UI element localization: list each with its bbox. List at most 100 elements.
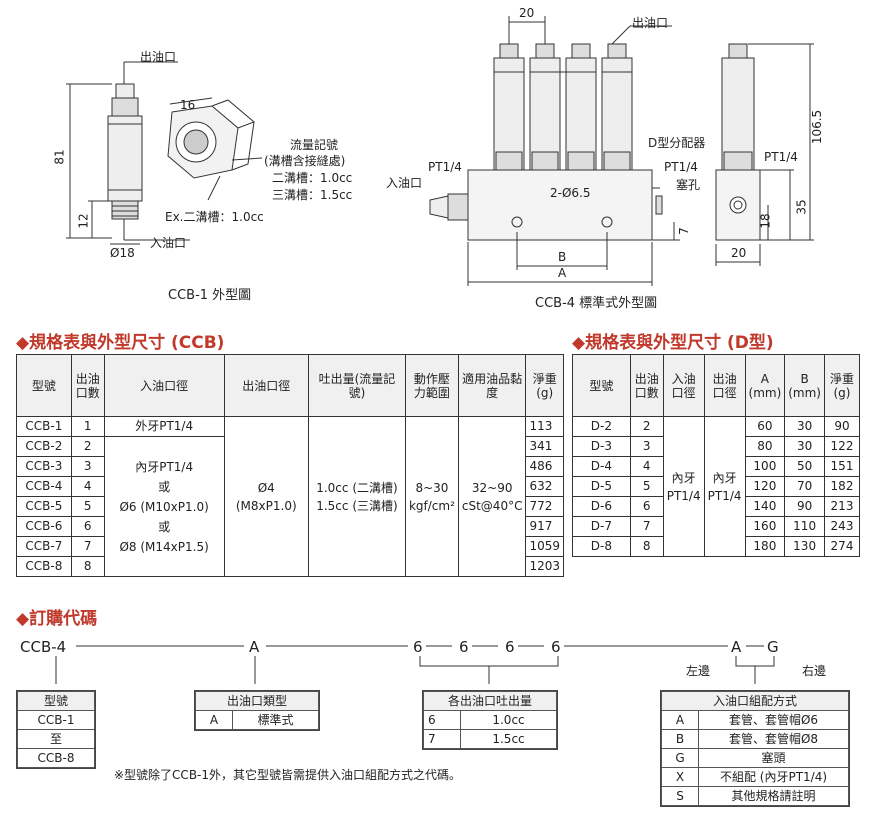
d-col-b: B (mm) bbox=[784, 354, 825, 417]
order-section-title: ◆訂購代碼 bbox=[16, 609, 98, 629]
ccb-cell-model: CCB-8 bbox=[16, 556, 72, 577]
ccb1-outlet-label: 出油口 bbox=[140, 50, 177, 64]
inlet-code: S bbox=[661, 786, 699, 806]
d-section-title: ◆規格表與外型尺寸 (D型) bbox=[572, 333, 774, 353]
model-box-row: 至 bbox=[17, 729, 95, 749]
inlet-code: G bbox=[661, 748, 699, 768]
ccb4-inlet-label: 入油口 bbox=[386, 176, 423, 190]
ccb4-distributor: D型分配器 bbox=[648, 136, 706, 150]
order-code-lines bbox=[55, 645, 775, 684]
outlet-dia-2: (M8xP1.0) bbox=[235, 498, 297, 513]
right-side-label: 右邊 bbox=[802, 664, 827, 678]
ccb4-plug: 塞孔 bbox=[676, 178, 701, 192]
d-cell-outlets: 7 bbox=[629, 516, 664, 537]
ccb-cell-discharge: 1.0cc (二溝槽) 1.5cc (三溝槽) bbox=[307, 416, 406, 577]
d-cell-inlet: 內牙 PT1/4 bbox=[662, 416, 705, 557]
ccb-cell-weight: 772 bbox=[525, 496, 564, 517]
ccb4-pt-left: PT1/4 bbox=[428, 160, 462, 174]
left-side-label: 左邊 bbox=[686, 664, 711, 678]
d-col-weight: 淨重(g) bbox=[824, 354, 860, 417]
ccb-col-outlet: 出油口徑 bbox=[223, 354, 309, 417]
d-cell-outlet: 內牙 PT1/4 bbox=[703, 416, 746, 557]
d-cell-model: D-4 bbox=[572, 456, 631, 477]
ccb-cell-outlets: 5 bbox=[70, 496, 105, 517]
ccb-cell-outlets: 7 bbox=[70, 536, 105, 557]
d-spec-table: 型號 出油口數 入油口徑 出油口徑 A (mm) B (mm) 淨重(g) D-… bbox=[572, 354, 860, 557]
d-cell-b: 30 bbox=[784, 436, 825, 457]
inlet-opt-2: Ø6 (M10xP1.0) bbox=[119, 499, 209, 514]
model-box-row: CCB-1 bbox=[17, 710, 95, 730]
ccb-cell-model: CCB-2 bbox=[16, 436, 72, 457]
ccb-cell-weight: 113 bbox=[525, 416, 564, 437]
inlet-opt-or-2: 或 bbox=[158, 519, 171, 534]
code-discharge-1: 6 bbox=[413, 638, 423, 656]
ccb-cell-weight: 917 bbox=[525, 516, 564, 537]
outlet-type-code: A bbox=[195, 710, 233, 730]
d-cell-outlets: 8 bbox=[629, 536, 664, 557]
d-cell-a: 60 bbox=[744, 416, 786, 437]
d-cell-weight: 243 bbox=[824, 516, 860, 537]
ccb-cell-model: CCB-5 bbox=[16, 496, 72, 517]
d-cell-model: D-7 bbox=[572, 516, 631, 537]
ccb4-dim-20b: 20 bbox=[731, 246, 747, 260]
code-inlet-right: G bbox=[767, 638, 779, 656]
ccb-cell-outlets: 6 bbox=[70, 516, 105, 537]
d-cell-model: D-5 bbox=[572, 476, 631, 497]
ccb-cell-weight: 632 bbox=[525, 476, 564, 497]
ccb-cell-model: CCB-6 bbox=[16, 516, 72, 537]
ccb-col-model: 型號 bbox=[16, 354, 72, 417]
ccb4-dim-a: A bbox=[558, 266, 567, 280]
inlet-opt-3: Ø8 (M14xP1.5) bbox=[119, 539, 209, 554]
order-note: ※型號除了CCB-1外，其它型號皆需提供入油口組配方式之代碼。 bbox=[114, 768, 462, 782]
d-cell-b: 50 bbox=[784, 456, 825, 477]
flow-mark-title: 流量記號 bbox=[290, 138, 339, 152]
ccb-cell-weight: 1059 bbox=[525, 536, 564, 557]
discharge-box-header: 各出油口吐出量 bbox=[423, 691, 557, 711]
d-cell-a: 80 bbox=[744, 436, 786, 457]
ccb-cell-inlet-other: 內牙PT1/4 或 Ø6 (M10xP1.0) 或 Ø8 (M14xP1.5) bbox=[103, 436, 225, 577]
ccb1-caption: CCB-1 外型圖 bbox=[168, 288, 252, 303]
inlet-desc: 其他規格請註明 bbox=[698, 786, 849, 806]
ccb-spec-table: 型號 出油口數 入油口徑 出油口徑 吐出量(流量記號) 動作壓力範圍 適用油品黏… bbox=[16, 354, 564, 577]
d-cell-model: D-8 bbox=[572, 536, 631, 557]
code-inlet-left: A bbox=[731, 638, 742, 656]
d-cell-outlets: 6 bbox=[629, 496, 664, 517]
ccb-cell-outlets: 4 bbox=[70, 476, 105, 497]
ccb1-dim-thread: 12 bbox=[76, 213, 91, 229]
ccb-cell-model: CCB-3 bbox=[16, 456, 72, 477]
d-cell-b: 110 bbox=[784, 516, 825, 537]
d-col-outlets: 出油口數 bbox=[629, 354, 664, 417]
d-cell-weight: 122 bbox=[824, 436, 860, 457]
d-cell-a: 140 bbox=[744, 496, 786, 517]
ccb-cell-model: CCB-1 bbox=[16, 416, 72, 437]
groove-3: 三溝槽：1.5cc bbox=[272, 188, 353, 202]
d-cell-a: 120 bbox=[744, 476, 786, 497]
ccb-col-pressure: 動作壓力範圍 bbox=[404, 354, 459, 417]
ccb-cell-outlets: 3 bbox=[70, 456, 105, 477]
ccb-cell-weight: 341 bbox=[525, 436, 564, 457]
code-discharge-3: 6 bbox=[505, 638, 515, 656]
ccb-cell-outlet-dia: Ø4 (M8xP1.0) bbox=[223, 416, 309, 577]
d-cell-model: D-2 bbox=[572, 416, 631, 437]
inlet-desc: 套管、套管帽Ø6 bbox=[698, 710, 849, 730]
ccb4-dim-106: 106.5 bbox=[810, 109, 825, 145]
technical-drawings bbox=[66, 16, 814, 286]
d-cell-weight: 182 bbox=[824, 476, 860, 497]
inlet-opt-or-1: 或 bbox=[158, 479, 171, 494]
inlet-desc: 塞頭 bbox=[698, 748, 849, 768]
outlet-type-desc: 標準式 bbox=[232, 710, 319, 730]
d-col-a: A (mm) bbox=[744, 354, 786, 417]
ccb4-dim-18: 18 bbox=[758, 213, 773, 229]
inlet-desc: 不組配 (內牙PT1/4) bbox=[698, 767, 849, 787]
ccb4-pt-right: PT1/4 bbox=[664, 160, 698, 174]
code-model: CCB-4 bbox=[20, 638, 67, 656]
d-cell-model: D-3 bbox=[572, 436, 631, 457]
d-outlet-2: PT1/4 bbox=[707, 488, 742, 503]
d-cell-b: 130 bbox=[784, 536, 825, 557]
ccb4-dim-35: 35 bbox=[794, 199, 809, 215]
ccb-cell-outlets: 8 bbox=[70, 556, 105, 577]
ccb-cell-weight: 486 bbox=[525, 456, 564, 477]
